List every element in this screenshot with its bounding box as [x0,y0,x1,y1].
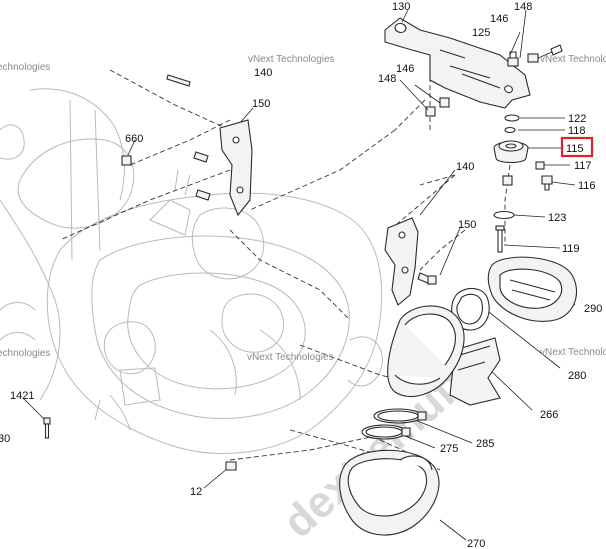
callout-280: 280 [568,370,586,382]
watermark-vnext-2: vNext Technologies [247,352,334,363]
part-small-top-left [166,74,191,87]
clamp-275 [361,424,411,440]
callout-140-right: 140 [456,161,474,173]
bolt-148-upper [527,44,563,63]
bracket-140-left [219,119,253,217]
callout-12: 12 [190,486,202,498]
watermark-vnext-3: vNext Technologies [540,54,606,65]
callout-116: 116 [578,180,596,192]
bolt-146-lower [414,84,450,108]
engine-assembly-ghost [0,88,383,454]
callout-150-top: 150 [252,98,270,110]
bolt-150-right [417,272,437,285]
callout-118: 118 [568,125,586,137]
callout-146-top: 146 [490,13,508,25]
boot-270 [339,449,440,536]
callout-275: 275 [440,443,458,455]
bolt-148-lower [425,106,436,117]
callout-266: 266 [540,409,558,421]
callout-660: 660 [125,133,143,145]
bolt-119 [495,225,505,253]
bracket-130 [384,17,531,109]
nut-stack-small [502,175,513,186]
callout-122: 122 [568,113,586,125]
watermark-edge-2: Technologies [0,348,50,359]
callout-125: 125 [472,27,490,39]
callout-1421: 1421 [10,390,34,402]
callout-270: 270 [467,538,485,549]
engine-mount-115 [493,140,529,164]
washer-123 [493,210,515,220]
callout-117: 117 [574,160,592,172]
bolt-146-upper [507,51,519,67]
washer-122 [504,114,520,122]
bolt-150-left [193,151,211,201]
callout-140-top: 140 [254,67,272,79]
watermark-vnext-1: vNext Technologies [248,54,335,65]
nut-117 [535,161,545,170]
washer-118 [504,126,516,134]
callout-148-mid: 148 [378,73,396,85]
callout-119: 119 [562,243,580,255]
callout-148-top: 148 [514,1,532,13]
highlight-box-115 [560,136,594,158]
callout-115: 115 [566,143,584,155]
shield-266 [449,337,501,406]
elbow-duct [387,305,465,398]
callout-130: 130 [392,1,410,13]
callout-123: 123 [548,212,566,224]
callout-285: 285 [476,438,494,450]
callout-edge-30: 30 [0,433,10,445]
callout-150-right: 150 [458,219,476,231]
screw-116 [541,175,553,191]
nut-12 [225,461,237,471]
watermark-vnext-4: vNext Technologies [540,347,606,358]
callout-146-mid: 146 [396,63,414,75]
bracket-140-right [384,217,419,306]
intake-duct-290 [487,256,578,322]
clamp-285 [373,408,427,424]
nut-660 [121,155,132,166]
bolt-1421 [43,417,51,439]
gasket-280 [451,287,490,331]
callout-290: 290 [584,303,602,315]
watermark-edge-1: Technologies [0,62,50,73]
